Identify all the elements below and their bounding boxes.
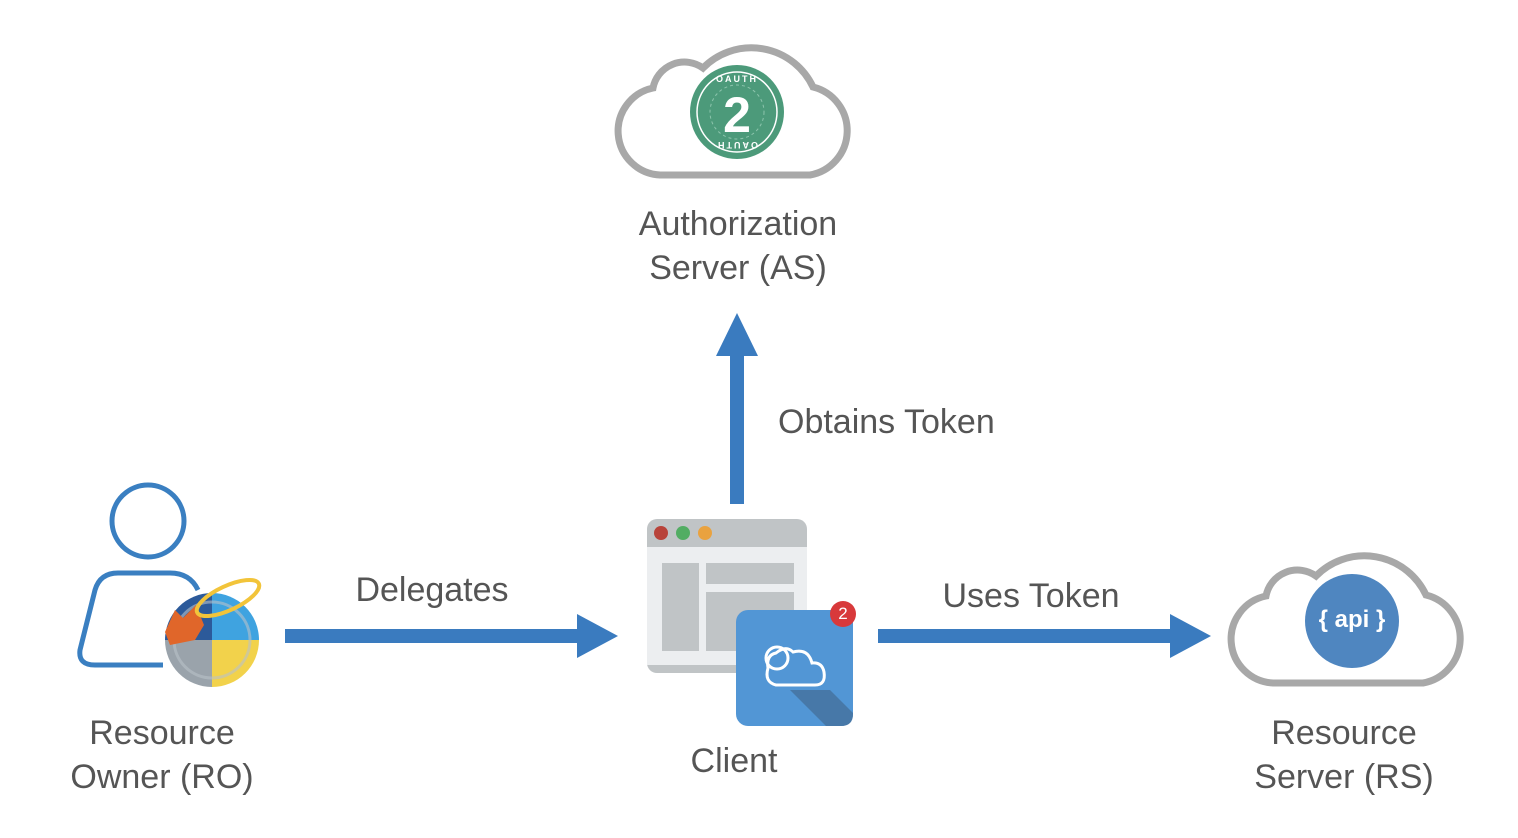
svg-text:2: 2 xyxy=(723,87,751,143)
notification-badge xyxy=(830,601,856,627)
authorization-server-label-line2: Server (AS) xyxy=(649,249,827,287)
api-logo-icon xyxy=(1305,574,1399,668)
resource-owner-label-line1: Resource xyxy=(89,714,235,752)
notification-badge-count: 2 xyxy=(838,604,848,623)
authorization-server-label: Authorization Server (AS) xyxy=(588,202,888,290)
client-label: Client xyxy=(690,742,778,780)
svg-text:OAUTH: OAUTH xyxy=(716,140,758,150)
uses-token-arrow xyxy=(878,614,1211,658)
person-icon xyxy=(77,482,201,668)
delegates-arrow xyxy=(285,614,618,658)
obtains-token-arrow xyxy=(716,313,758,504)
resource-server-label-line1: Resource xyxy=(1271,714,1417,752)
api-logo-text: { api } xyxy=(1318,606,1386,633)
obtains-token-label: Obtains Token xyxy=(778,403,995,441)
browsers-logo-icon xyxy=(165,577,262,687)
svg-text:OAUTH: OAUTH xyxy=(716,74,758,84)
client-cloud-app-icon xyxy=(736,610,853,726)
resource-owner-label: Resource Owner (RO) xyxy=(12,711,312,799)
resource-owner-label-line2: Owner (RO) xyxy=(70,758,254,796)
oauth2-logo-icon: 2 OAUTH OAUTH xyxy=(690,65,784,159)
authorization-server-label-line1: Authorization xyxy=(638,205,838,243)
uses-token-label: Uses Token xyxy=(942,577,1120,615)
resource-server-label-line2: Server (RS) xyxy=(1254,758,1434,796)
resource-server-label: Resource Server (RS) xyxy=(1194,711,1494,799)
delegates-label: Delegates xyxy=(355,571,509,609)
